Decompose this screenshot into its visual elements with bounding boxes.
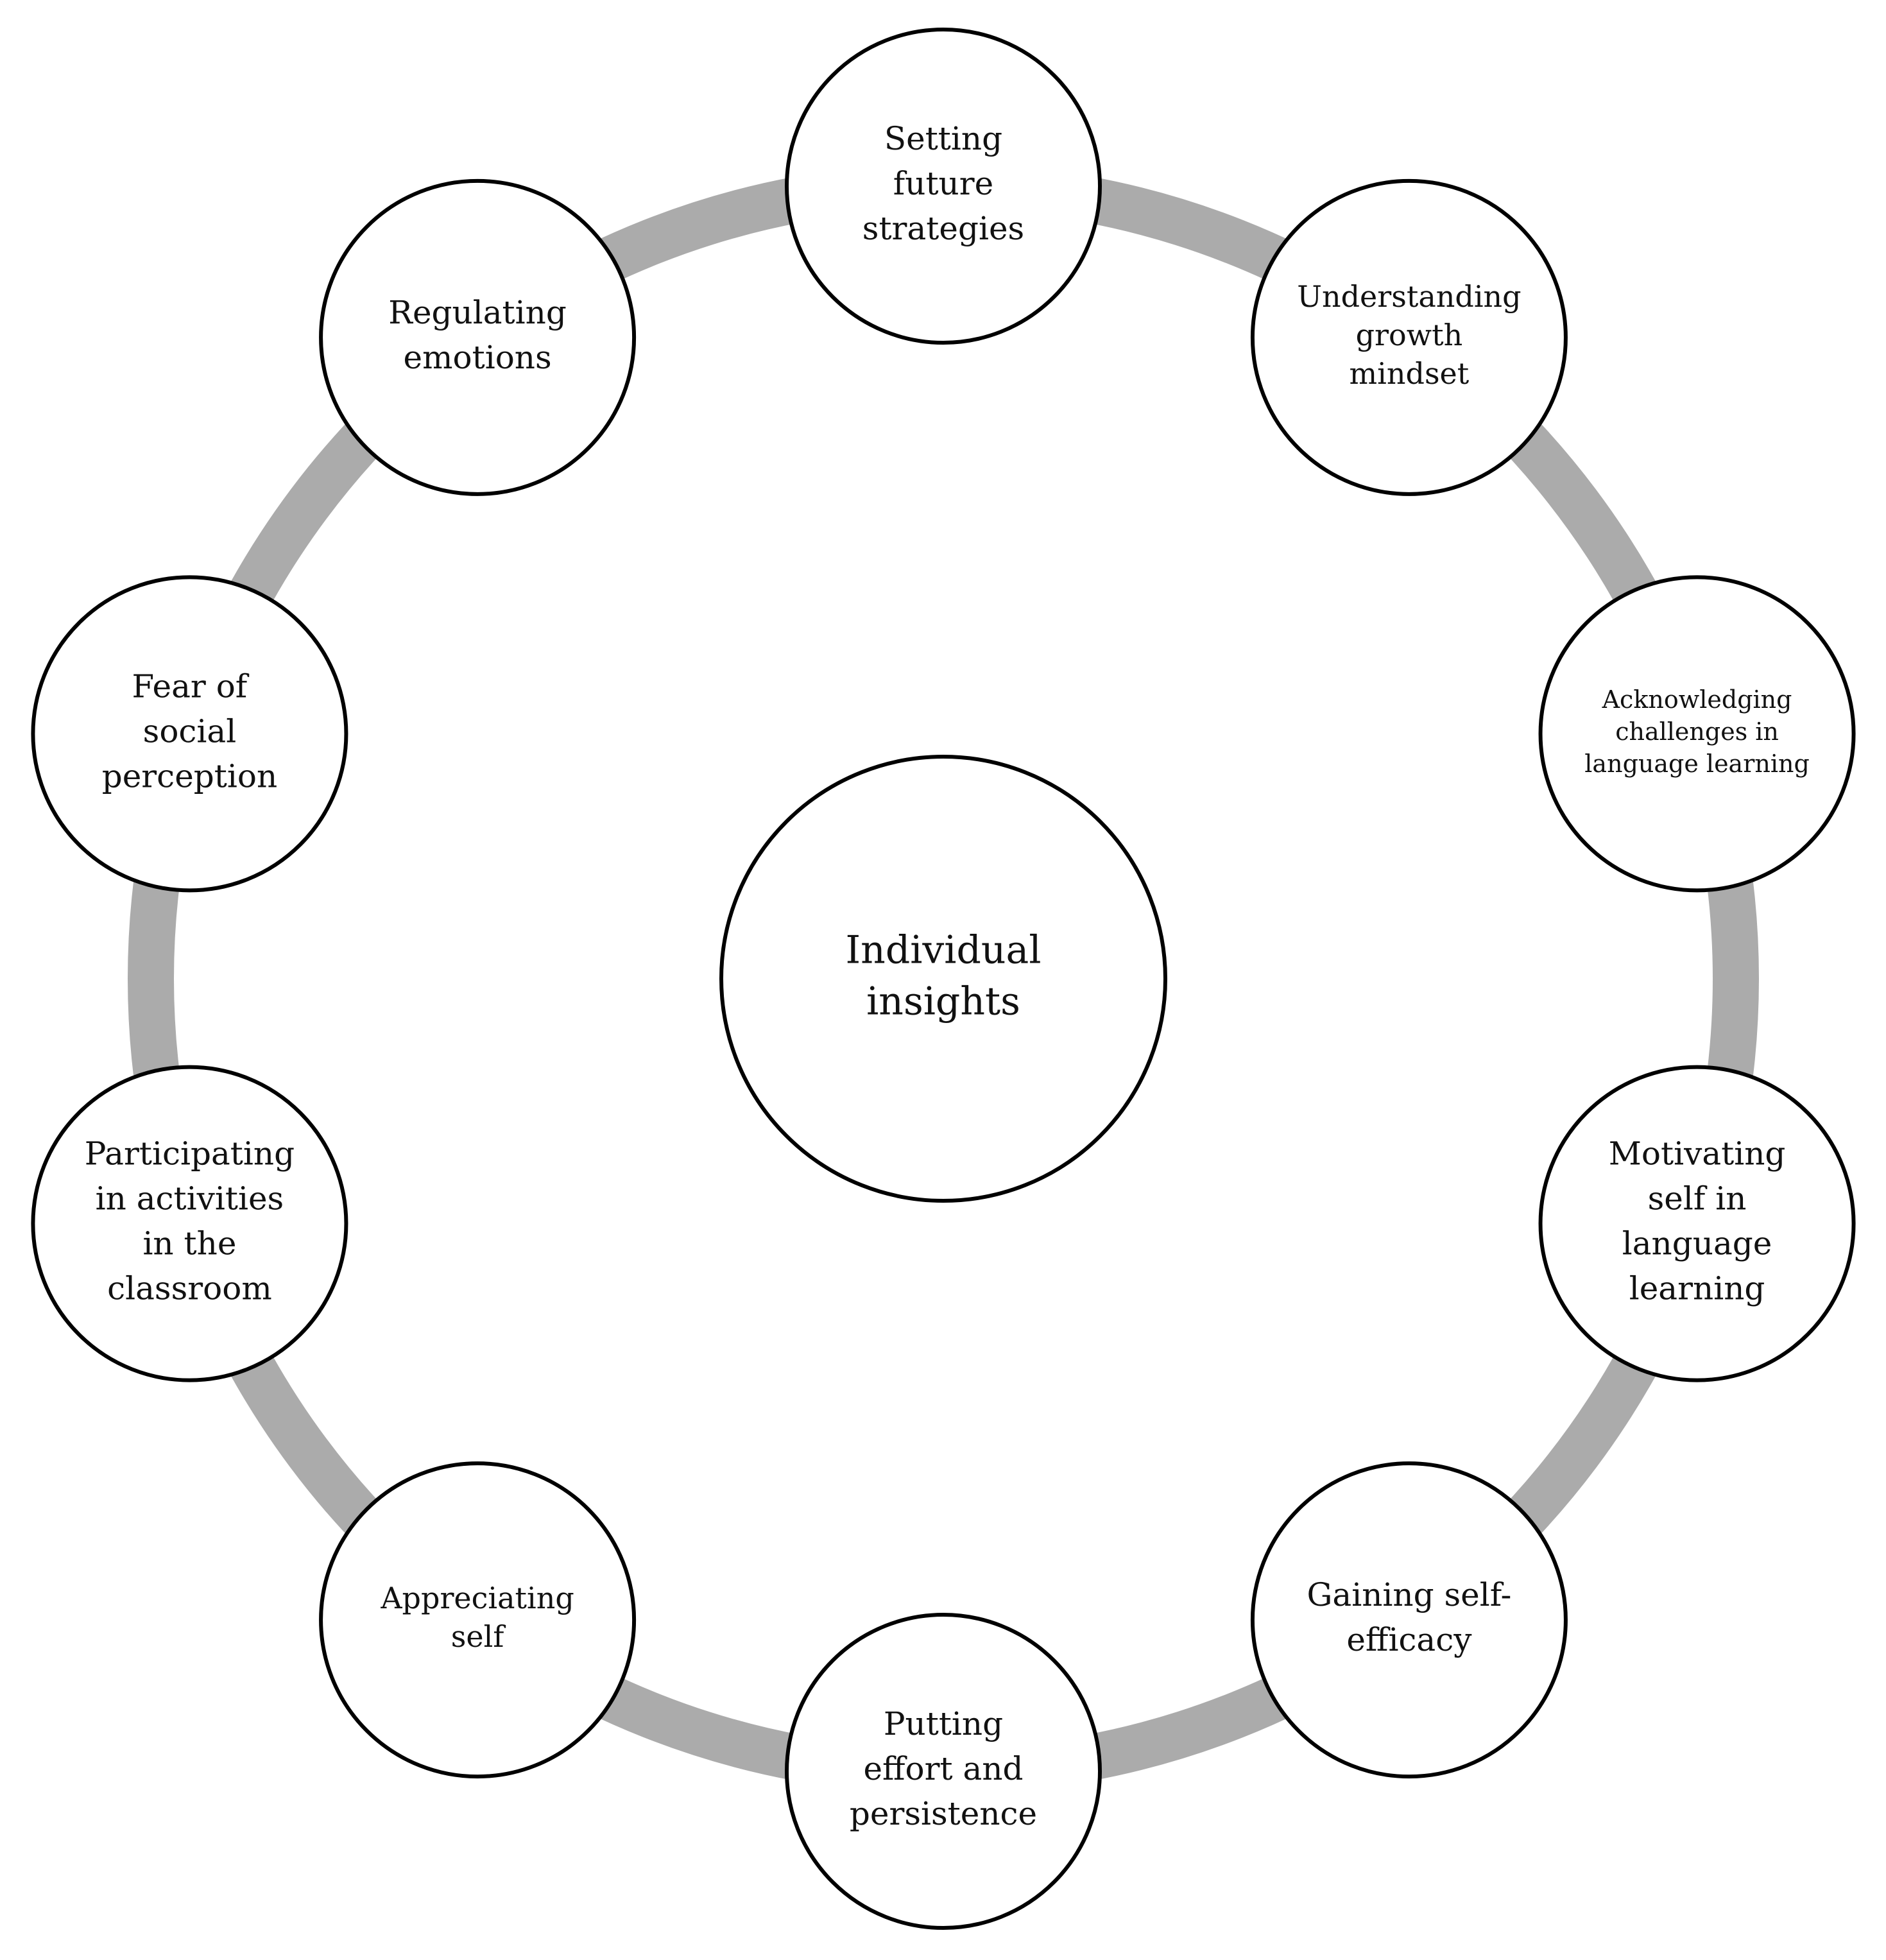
- theme-node-label: learning: [1629, 1270, 1765, 1307]
- theme-node-label: persistence: [850, 1795, 1037, 1832]
- center-node: Individual insights: [719, 755, 1167, 1203]
- theme-node-label: challenges in: [1615, 718, 1779, 746]
- theme-node-label: in the: [142, 1225, 236, 1262]
- theme-node: Participating in activities in the classroo…: [31, 1065, 348, 1382]
- theme-node-label: effort and: [863, 1750, 1023, 1787]
- theme-node-label: Understanding: [1297, 279, 1521, 314]
- theme-node-label: perception: [102, 757, 278, 795]
- theme-node: Acknowledging challenges in language learn…: [1538, 575, 1856, 893]
- center-node-label: Individual: [845, 928, 1041, 973]
- theme-node: Motivating self in language learning: [1538, 1065, 1856, 1382]
- theme-node: Regulating emotions: [319, 178, 637, 496]
- theme-node-label: Putting: [884, 1705, 1003, 1742]
- theme-node-label: self: [451, 1619, 506, 1654]
- theme-node-label: Appreciating: [380, 1581, 574, 1615]
- theme-node-circle: [1538, 1065, 1856, 1382]
- theme-node-label: self in: [1648, 1180, 1747, 1217]
- center-node-circle: [719, 755, 1167, 1203]
- theme-node-label: emotions: [404, 339, 552, 376]
- theme-node: Fear of social perception: [31, 575, 348, 893]
- theme-node-label: Fear of: [132, 667, 250, 705]
- theme-node-label: social: [143, 712, 237, 750]
- theme-node-circle: [1250, 178, 1568, 496]
- theme-node-circle: [785, 1613, 1102, 1930]
- theme-node-label: growth: [1356, 318, 1463, 352]
- theme-node-label: language: [1622, 1225, 1772, 1262]
- theme-node-label: Gaining self-: [1307, 1576, 1511, 1613]
- theme-node-label: Acknowledging: [1602, 685, 1792, 714]
- theme-node-label: Regulating: [388, 294, 567, 331]
- theme-node-circle: [1538, 575, 1856, 893]
- theme-node: Gaining self-efficacy: [1250, 1461, 1568, 1779]
- theme-node-label: classroom: [107, 1270, 272, 1307]
- theme-node-label: Participating: [85, 1135, 295, 1173]
- theme-node-circle: [31, 1065, 348, 1382]
- theme-node-circle: [319, 1461, 637, 1779]
- theme-node-label: language learning: [1584, 750, 1810, 778]
- theme-node-label: efficacy: [1346, 1621, 1472, 1658]
- theme-node: Appreciating self: [319, 1461, 637, 1779]
- theme-node: Putting effort and persistence: [785, 1613, 1102, 1930]
- theme-node-label: strategies: [862, 210, 1024, 247]
- theme-node: Understanding growth mindset: [1250, 178, 1568, 496]
- theme-node-circle: [31, 575, 348, 893]
- theme-node-label: in activities: [96, 1180, 284, 1217]
- theme-node-label: mindset: [1350, 356, 1470, 391]
- center-node-label: insights: [866, 979, 1020, 1024]
- theme-node-label: future: [893, 165, 994, 202]
- theme-node: Setting future strategies: [785, 28, 1102, 345]
- theme-node-circle: [785, 28, 1102, 345]
- theme-node-label: Motivating: [1609, 1135, 1786, 1173]
- theme-node-label: Setting: [884, 120, 1002, 157]
- theme-node-circle: [319, 178, 637, 496]
- theme-node-circle: [1250, 1461, 1568, 1779]
